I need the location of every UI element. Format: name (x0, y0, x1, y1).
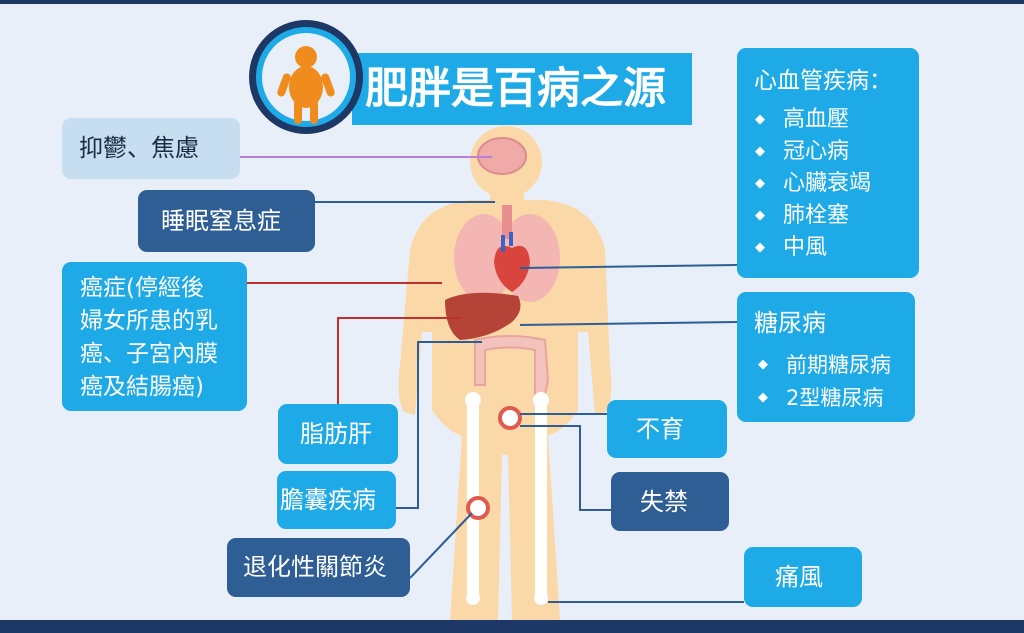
top-border (0, 0, 1024, 4)
incontinence-box (611, 472, 729, 531)
title-banner (352, 53, 692, 125)
cardio-item: 中風 (755, 234, 827, 262)
incontinence-label: 失禁 (640, 488, 688, 516)
sleep-apnea-label: 睡眠窒息症 (161, 207, 281, 235)
depression-box (62, 118, 240, 179)
gallbladder-box (277, 471, 396, 529)
depression-label: 抑鬱、焦慮 (79, 134, 199, 162)
gout-box (744, 547, 862, 607)
cancer-label-line-3: 癌、子宮內膜 (80, 341, 218, 367)
cancer-label-line-4: 癌及結腸癌) (80, 374, 204, 400)
knee-joint-icon (466, 496, 490, 520)
cardio-item: 冠心病 (755, 138, 849, 166)
diabetes-item: 前期糖尿病 (758, 351, 891, 379)
trachea-icon (502, 205, 512, 239)
diabetes-item: 2型糖尿病 (758, 384, 883, 412)
diabetes-heading: 糖尿病 (754, 309, 826, 337)
bladder-icon (498, 406, 522, 430)
heart-icon (494, 245, 530, 292)
fatty-liver-box (278, 404, 398, 464)
gallbladder-label: 膽囊疾病 (280, 486, 376, 514)
page-title: 肥胖是百病之源 (365, 64, 666, 114)
sleep-apnea-box (138, 190, 315, 252)
arthritis-label: 退化性關節炎 (243, 553, 387, 581)
connector-lines (238, 156, 744, 603)
cancer-box (62, 262, 247, 411)
cancer-label-line-2: 婦女所患的乳 (80, 308, 218, 334)
cancer-label-line-1: 癌症(停經後 (80, 275, 204, 301)
cardio-item: 肺栓塞 (755, 202, 849, 230)
arthritis-box (227, 538, 410, 597)
cardio-item: 高血壓 (755, 106, 849, 134)
liver-icon (445, 292, 521, 340)
fatty-liver-label: 脂肪肝 (300, 420, 372, 448)
infertility-label: 不育 (636, 415, 684, 443)
bottom-border (0, 620, 1024, 633)
infertility-box (607, 400, 727, 458)
gout-label: 痛風 (775, 563, 823, 591)
body-silhouette (398, 126, 612, 620)
cardio-heading: 心血管疾病： (754, 68, 892, 94)
cardio-item: 心臟衰竭 (755, 170, 871, 198)
